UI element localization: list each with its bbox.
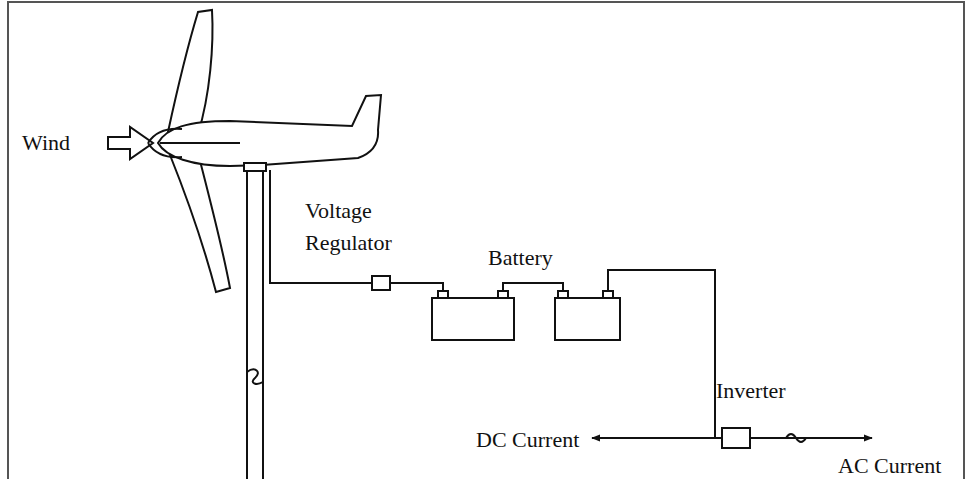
- ac-current-label: AC Current: [838, 450, 941, 479]
- battery-terminal: [558, 291, 568, 298]
- dc-current-label: DC Current: [476, 424, 579, 456]
- nacelle: [158, 95, 381, 166]
- frame: [8, 2, 964, 479]
- wire: [608, 270, 715, 438]
- wire: [270, 170, 372, 283]
- tower-cap: [244, 163, 266, 171]
- battery-terminal: [438, 291, 448, 298]
- battery-terminal: [603, 291, 613, 298]
- tower-clamp: [247, 370, 263, 384]
- inverter-label: Inverter: [716, 375, 786, 407]
- hub: [148, 129, 240, 157]
- wind-arrow: [108, 127, 153, 159]
- tower-right: [262, 165, 264, 479]
- upper-blade: [168, 10, 212, 134]
- battery-cell: [555, 298, 620, 340]
- inverter-box: [722, 428, 750, 448]
- voltage-regulator-label: Voltage Regulator: [305, 195, 430, 259]
- battery-terminal: [498, 291, 508, 298]
- wind-label: Wind: [22, 127, 70, 159]
- tower-left: [246, 165, 248, 479]
- battery-cell: [432, 298, 514, 340]
- battery-label: Battery: [488, 242, 553, 274]
- ac-symbol: [786, 434, 806, 442]
- wire: [390, 283, 443, 291]
- lower-blade: [170, 153, 230, 292]
- voltage-regulator-box: [372, 276, 390, 290]
- wire: [503, 283, 563, 291]
